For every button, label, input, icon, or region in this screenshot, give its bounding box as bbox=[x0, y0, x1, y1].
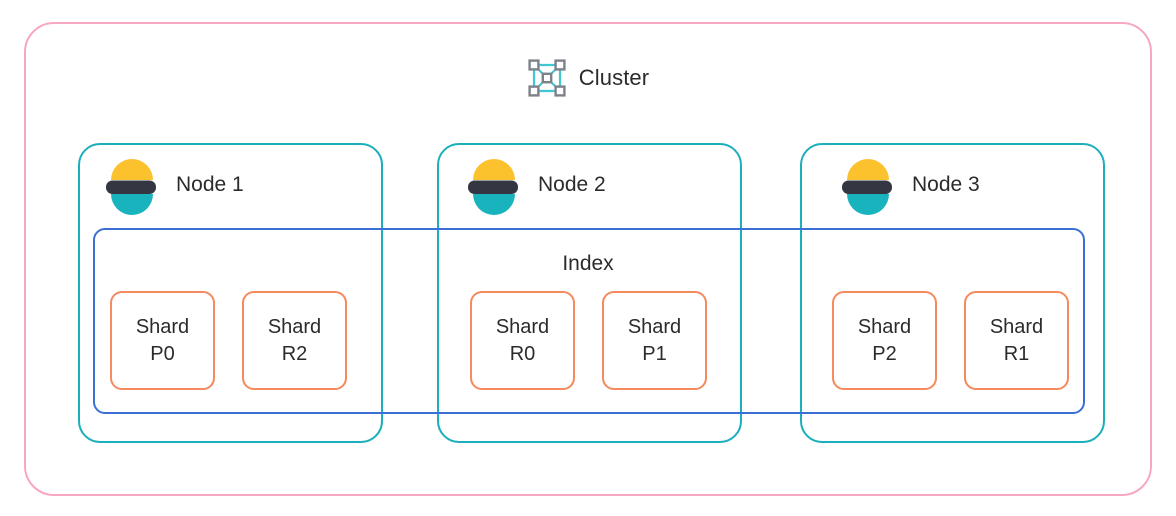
shard-box: Shard P1 bbox=[602, 291, 707, 390]
shard-id: P1 bbox=[642, 342, 667, 365]
shard-id: P0 bbox=[150, 342, 175, 365]
shard-id: R2 bbox=[281, 342, 308, 365]
shard-box: Shard R1 bbox=[964, 291, 1069, 390]
node-box-2 bbox=[437, 143, 742, 443]
shard-box: Shard R0 bbox=[470, 291, 575, 390]
shard-title: Shard bbox=[627, 316, 682, 339]
shard-id: R1 bbox=[1003, 342, 1030, 365]
shard-box: Shard P0 bbox=[110, 291, 215, 390]
shard-title: Shard bbox=[989, 316, 1044, 339]
shard-title: Shard bbox=[267, 316, 322, 339]
node-box-1 bbox=[78, 143, 383, 443]
cluster-boundary bbox=[24, 22, 1152, 496]
shard-title: Shard bbox=[857, 316, 912, 339]
shard-id: R0 bbox=[509, 342, 536, 365]
index-boundary bbox=[93, 228, 1085, 414]
shard-box: Shard R2 bbox=[242, 291, 347, 390]
shard-box: Shard P2 bbox=[832, 291, 937, 390]
node-box-3 bbox=[800, 143, 1105, 443]
shard-title: Shard bbox=[135, 316, 190, 339]
shard-title: Shard bbox=[495, 316, 550, 339]
shard-id: P2 bbox=[872, 342, 897, 365]
